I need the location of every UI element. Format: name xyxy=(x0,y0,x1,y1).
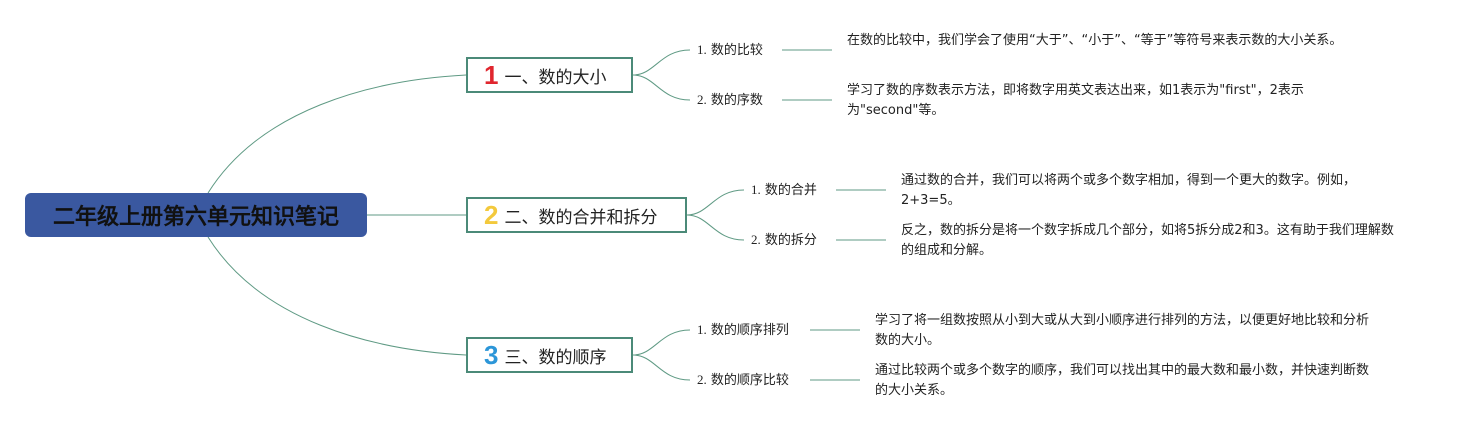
main-topic-label: 一、数的大小 xyxy=(504,67,607,88)
connector-root-topic-1 xyxy=(207,74,467,194)
subtopic-index: 2. xyxy=(697,92,707,107)
connector-topic-2-sub-1 xyxy=(686,189,745,216)
number-badge-2: 2 xyxy=(484,200,499,230)
subtopic-3-1[interactable]: 1. 数的顺序排列 xyxy=(697,322,789,339)
connector-topic-1-sub-1 xyxy=(632,49,691,76)
main-topic-3[interactable]: 3 三、数的顺序 xyxy=(466,337,633,373)
subtopic-label: 数的顺序比较 xyxy=(710,373,789,388)
subtopic-index: 1. xyxy=(697,42,707,57)
note-1-1: 在数的比较中，我们学会了使用“大于”、“小于”、“等于”等符号来表示数的大小关系… xyxy=(847,33,1343,48)
subtopic-index: 2. xyxy=(697,372,707,387)
number-badge-3: 3 xyxy=(484,340,499,370)
subtopic-index: 1. xyxy=(697,322,707,337)
subtopic-1-1[interactable]: 1. 数的比较 xyxy=(697,42,763,59)
note-3-1: 学习了将一组数按照从小到大或从大到小顺序进行排列的方法，以便更好地比较和分析数的… xyxy=(875,313,1370,348)
connector-topic-2-sub-2 xyxy=(686,214,745,241)
subtopic-1-2[interactable]: 2. 数的序数 xyxy=(697,92,763,109)
connector-topic-3-sub-2 xyxy=(632,354,691,381)
root-topic[interactable]: 二年级上册第六单元知识笔记 xyxy=(25,193,367,237)
connector-topic-1-sub-2 xyxy=(632,74,691,101)
subtopic-label: 数的拆分 xyxy=(764,233,817,248)
note-2-1: 通过数的合并，我们可以将两个或多个数字相加，得到一个更大的数字。例如，2+3=5… xyxy=(901,173,1357,208)
main-topic-1[interactable]: 1 一、数的大小 xyxy=(466,57,633,93)
subtopic-index: 2. xyxy=(751,232,761,247)
note-3-2: 通过比较两个或多个数字的顺序，我们可以找出其中的最大数和最小数，并快速判断数的大… xyxy=(875,363,1370,398)
main-topic-2[interactable]: 2 二、数的合并和拆分 xyxy=(466,197,687,233)
main-topic-label: 二、数的合并和拆分 xyxy=(504,207,658,228)
subtopic-index: 1. xyxy=(751,182,761,197)
number-badge-1: 1 xyxy=(484,60,499,90)
main-topic-label: 三、数的顺序 xyxy=(504,347,607,368)
note-1-2: 学习了数的序数表示方法，即将数字用英文表达出来，如1表示为"first"，2表示… xyxy=(847,83,1304,118)
subtopic-label: 数的比较 xyxy=(710,43,763,58)
subtopic-label: 数的顺序排列 xyxy=(710,323,789,338)
connector-root-topic-3 xyxy=(207,236,467,356)
subtopic-2-1[interactable]: 1. 数的合并 xyxy=(751,182,817,199)
note-2-2: 反之，数的拆分是将一个数字拆成几个部分，如将5拆分成2和3。这有助于我们理解数的… xyxy=(901,223,1394,258)
subtopic-2-2[interactable]: 2. 数的拆分 xyxy=(751,232,817,249)
connector-topic-3-sub-1 xyxy=(632,329,691,356)
subtopic-label: 数的合并 xyxy=(764,183,817,198)
subtopic-label: 数的序数 xyxy=(710,93,763,108)
root-title: 二年级上册第六单元知识笔记 xyxy=(52,205,339,230)
subtopic-3-2[interactable]: 2. 数的顺序比较 xyxy=(697,372,789,389)
